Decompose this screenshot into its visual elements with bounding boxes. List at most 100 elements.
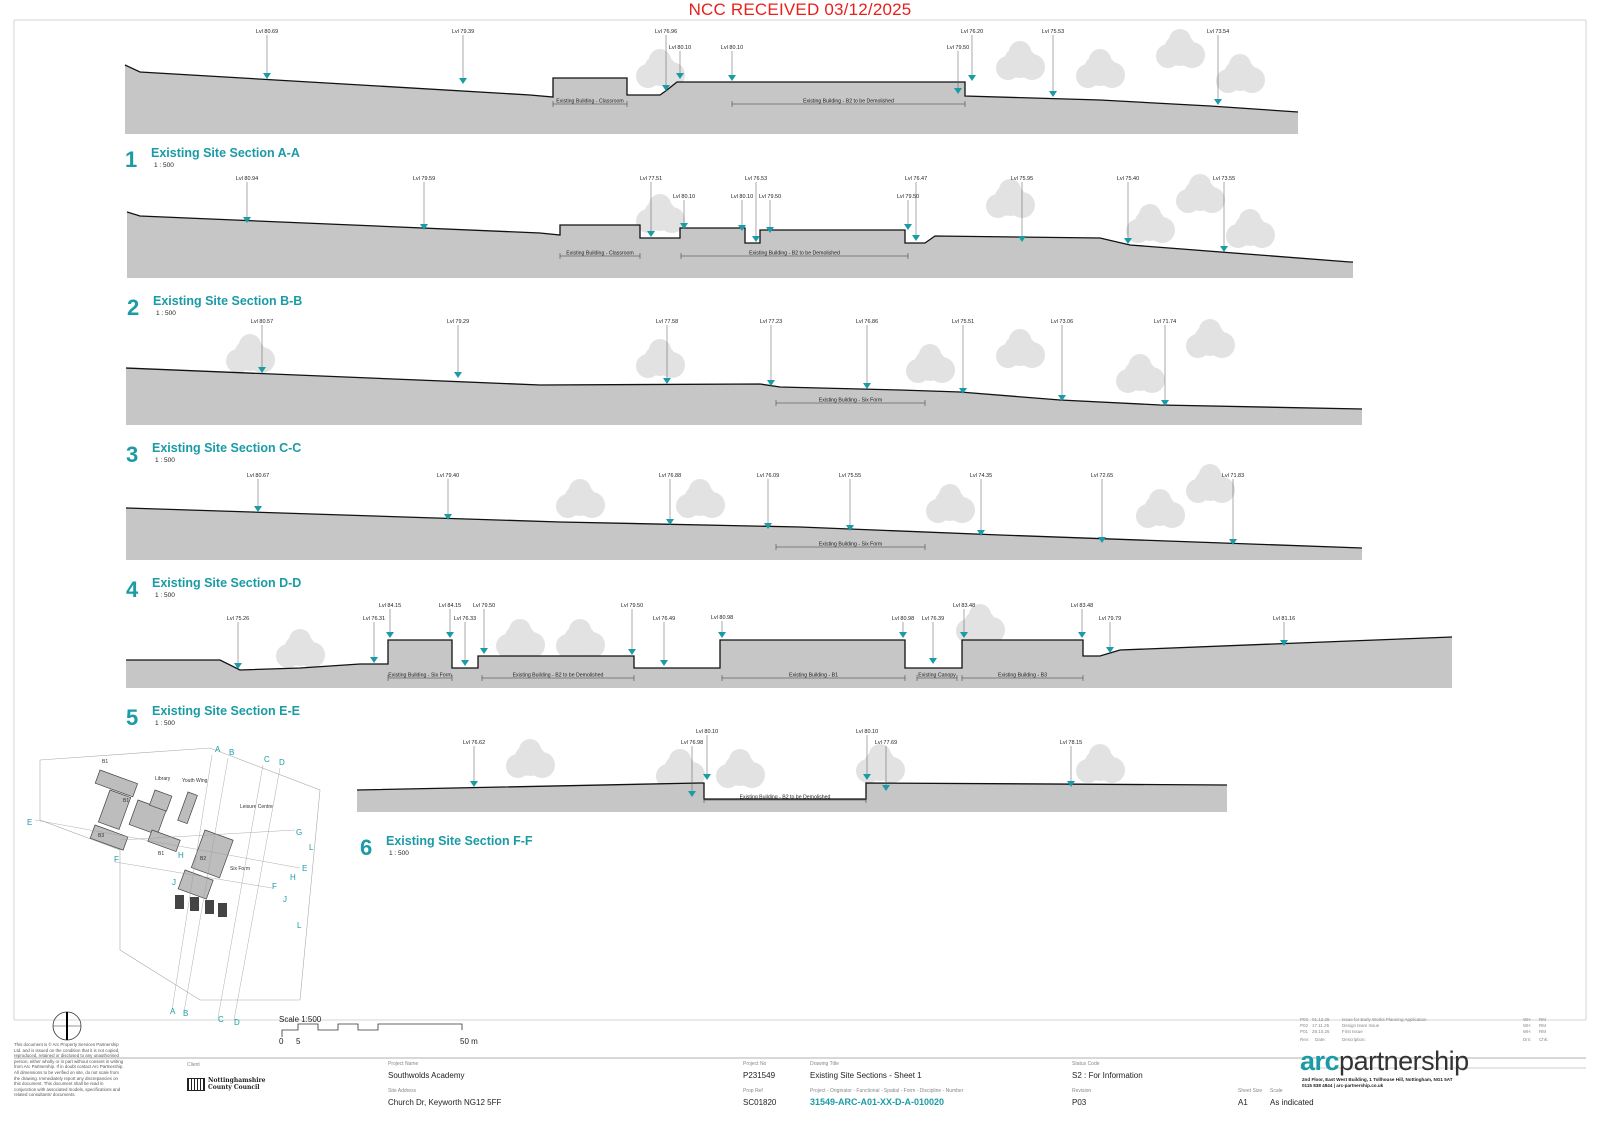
level-label: Lvl 75.26 [227,616,249,622]
revision-cell: P03 [1300,1017,1309,1022]
level-triangle-icon [1018,236,1026,242]
revision-header: Chk: [1539,1037,1549,1042]
project-no-label: Project No [743,1061,767,1067]
section-2: Existing Building - Classroom Existing Bu… [126,174,1353,320]
tree-icon [556,479,605,518]
level-triangle-icon [258,367,266,373]
level-label: Lvl 80.69 [256,29,278,35]
section-cut-line [114,861,273,889]
section-marker-a: A [170,1007,176,1016]
level-marker: Lvl 80.69 [256,29,278,79]
prop-ref: SC01820 [743,1098,777,1107]
building-footprint [177,791,198,825]
tree-icon [906,344,955,383]
level-label: Lvl 79.40 [437,473,459,479]
level-label: Lvl 76.09 [757,473,779,479]
level-marker: Lvl 80.98 [711,615,733,638]
revision-cell: RM [1539,1029,1546,1034]
scale-tick-0: 0 [279,1037,284,1046]
level-triangle-icon [954,88,962,94]
level-triangle-icon [666,519,674,525]
tree-icon [856,744,905,783]
section-marker-f: F [114,855,119,864]
section-number: 4 [126,577,139,602]
level-triangle-icon [764,523,772,529]
level-triangle-icon [766,227,774,233]
building-footprint [149,789,173,812]
tree-icon [1076,49,1125,88]
building-footprint [89,824,129,851]
section-cut-line [34,819,301,869]
level-label: Lvl 79.50 [473,603,495,609]
level-marker: Lvl 75.51 [952,319,974,394]
tree-icon [1076,744,1125,783]
level-marker: Lvl 80.98 [892,616,914,638]
level-label: Lvl 83.48 [953,603,975,609]
tree-icon [556,619,605,658]
section-marker-d: D [234,1018,240,1027]
level-marker: Lvl 84.15 [379,603,401,638]
level-triangle-icon [977,530,985,536]
section-number: 3 [126,442,138,467]
level-marker: Lvl 77.51 [640,176,662,237]
status-code-label: Status Code [1072,1061,1100,1067]
building-footprint [190,829,234,879]
section-number: 2 [127,295,139,320]
level-marker: Lvl 76.33 [454,616,476,666]
tree-icon [676,479,725,518]
prop-ref-label: Prop Ref [743,1088,763,1094]
revision-cell: WH [1523,1023,1531,1028]
tree-icon [1226,209,1275,248]
level-triangle-icon [470,781,478,787]
level-triangle-icon [1161,400,1169,406]
section-scale: 1 : 500 [155,720,175,727]
level-marker: Lvl 75.26 [227,616,249,669]
level-marker: Lvl 73.54 [1207,29,1229,105]
key-plan-building-label: B1 [158,851,164,857]
section-number: 6 [360,835,372,860]
level-label: Lvl 79.50 [897,194,919,200]
level-label: Lvl 75.95 [1011,176,1033,182]
ground-section [357,783,1227,812]
tree-icon [656,749,705,788]
revision-header: Rev: [1300,1037,1310,1042]
level-triangle-icon [660,660,668,666]
level-marker: Lvl 76.39 [922,616,944,664]
level-marker: Lvl 72.65 [1091,473,1113,543]
building-label: Existing Building - B2 to be Demolished [513,673,604,679]
level-label: Lvl 84.15 [439,603,461,609]
level-label: Lvl 80.94 [236,176,258,182]
level-marker: Lvl 76.96 [655,29,677,91]
section-title: Existing Site Section A-A [151,146,300,160]
revision-cell: Design team Issue [1342,1023,1380,1028]
level-marker: Lvl 79.50 [897,194,919,230]
level-triangle-icon [1067,781,1075,787]
level-label: Lvl 76.33 [454,616,476,622]
level-marker: Lvl 80.94 [236,176,258,223]
section-marker-d: D [279,758,285,767]
section-marker-f: F [272,882,277,891]
drawing-number: 31549-ARC-A01-XX-D-A-010020 [810,1097,945,1107]
contact-line: 0115 838 4844 | arc-partnership.co.uk [1302,1083,1384,1088]
building-dimension: Existing Building - B2 to be Demolished [680,251,909,259]
section-marker-a: A [215,745,221,754]
section-title: Existing Site Section B-B [153,294,302,308]
level-marker: Lvl 79.29 [447,319,469,378]
building-label: Existing Building - B1 [789,673,838,679]
level-marker: Lvl 71.83 [1222,473,1244,545]
building-label: Existing Building - Classroom [566,251,633,257]
level-triangle-icon [647,231,655,237]
revision-cell: RM [1539,1023,1546,1028]
level-marker: Lvl 79.39 [452,29,474,84]
level-triangle-icon [752,236,760,242]
drawing-title: Existing Site Sections - Sheet 1 [810,1071,922,1080]
level-marker: Lvl 76.47 [905,176,927,241]
tree-icon [276,629,325,668]
section-marker-l: L [297,921,302,930]
level-triangle-icon [461,660,469,666]
tree-icon [636,49,685,88]
client-name: Nottinghamshire County Council [208,1077,266,1091]
drawing-number-label: Project - Originator - Functional - Spat… [810,1088,964,1094]
